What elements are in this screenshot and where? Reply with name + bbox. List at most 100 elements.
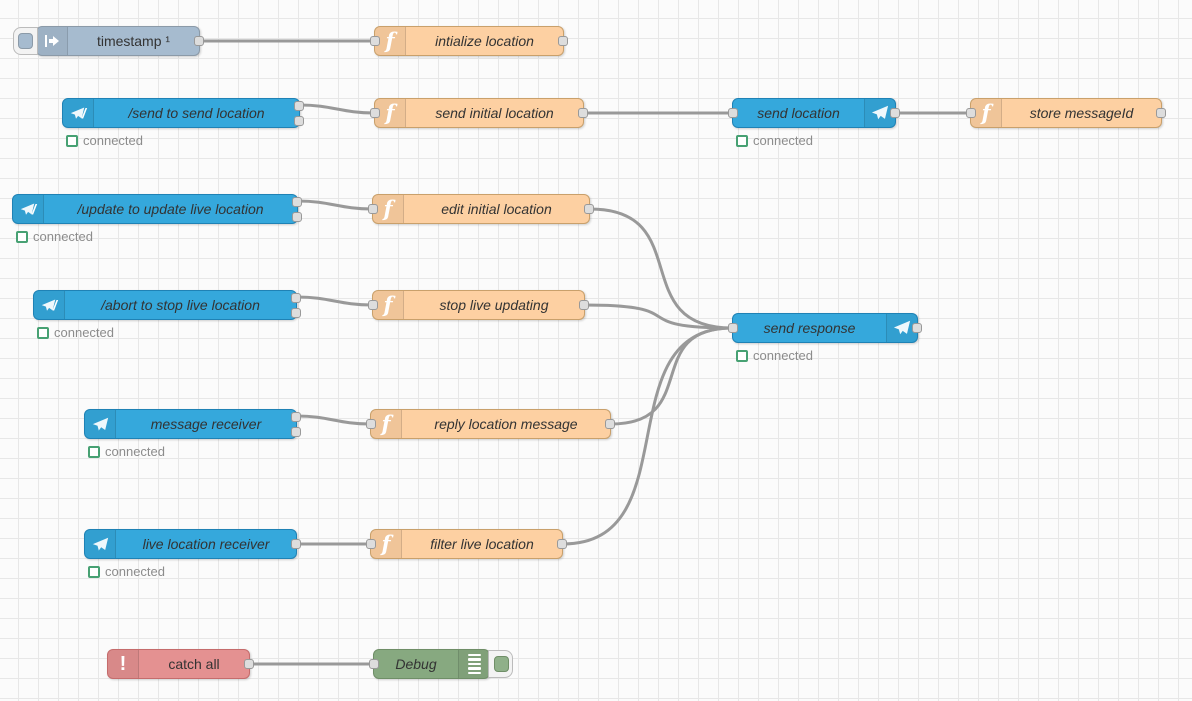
node-label: /abort to stop live location bbox=[101, 297, 260, 313]
function-icon: f bbox=[375, 99, 406, 127]
input-port[interactable] bbox=[370, 36, 380, 46]
node-command-abort[interactable]: / /abort to stop live location connected bbox=[33, 290, 301, 340]
node-label: catch all bbox=[168, 656, 220, 672]
output-port[interactable] bbox=[557, 539, 567, 549]
node-function-stop-live-updating[interactable]: f stop live updating bbox=[368, 290, 589, 320]
output-port[interactable] bbox=[291, 539, 301, 549]
telegram-command-icon: / bbox=[34, 291, 65, 319]
node-label: /update to update live location bbox=[77, 201, 264, 217]
output-port-2[interactable] bbox=[291, 427, 301, 437]
node-function-filter-live-location[interactable]: f filter live location bbox=[366, 529, 567, 559]
input-port[interactable] bbox=[368, 300, 378, 310]
output-port-1[interactable] bbox=[291, 293, 301, 303]
debug-toggle-button[interactable] bbox=[488, 650, 513, 678]
function-icon: f bbox=[971, 99, 1002, 127]
node-command-send[interactable]: / /send to send location connected bbox=[62, 98, 304, 148]
node-label: timestamp ¹ bbox=[96, 33, 171, 49]
wire[interactable] bbox=[583, 303, 734, 330]
status-ring-icon bbox=[88, 445, 100, 458]
wire[interactable] bbox=[295, 414, 372, 426]
telegram-command-icon: / bbox=[13, 195, 44, 223]
input-port[interactable] bbox=[366, 539, 376, 549]
node-telegram-send-response[interactable]: send response connected bbox=[728, 313, 922, 363]
function-icon: f bbox=[371, 530, 402, 558]
node-label: reply location message bbox=[434, 416, 578, 432]
node-inject-timestamp[interactable]: timestamp ¹ bbox=[13, 26, 204, 56]
debug-toggle-fill bbox=[494, 656, 509, 672]
output-port[interactable] bbox=[244, 659, 254, 669]
output-port[interactable] bbox=[584, 204, 594, 214]
node-status: connected bbox=[16, 229, 93, 244]
exclamation-icon: ! bbox=[108, 650, 139, 678]
function-icon: f bbox=[373, 195, 404, 223]
status-ring-icon bbox=[37, 326, 49, 339]
node-function-reply-location-message[interactable]: f reply location message bbox=[366, 409, 615, 439]
debug-list-icon bbox=[458, 650, 489, 678]
inject-trigger-button[interactable] bbox=[13, 27, 38, 55]
node-label: message receiver bbox=[150, 416, 262, 432]
status-ring-icon bbox=[88, 565, 100, 578]
node-label: store messageId bbox=[1029, 105, 1134, 121]
status-ring-icon bbox=[736, 134, 748, 147]
inject-button-fill bbox=[18, 33, 33, 49]
node-label: edit initial location bbox=[441, 201, 552, 217]
input-port[interactable] bbox=[728, 108, 738, 118]
output-port-1[interactable] bbox=[291, 412, 301, 422]
node-telegram-send-location[interactable]: send location connected bbox=[728, 98, 900, 148]
node-label: send location bbox=[757, 105, 840, 121]
wire[interactable] bbox=[561, 326, 734, 546]
output-port[interactable] bbox=[1156, 108, 1166, 118]
node-debug[interactable]: Debug bbox=[369, 649, 513, 679]
wire[interactable] bbox=[295, 295, 374, 307]
input-port[interactable] bbox=[369, 659, 379, 669]
input-port[interactable] bbox=[368, 204, 378, 214]
output-port-2[interactable] bbox=[291, 308, 301, 318]
node-status: connected bbox=[37, 325, 114, 340]
output-port[interactable] bbox=[912, 323, 922, 333]
node-label: stop live updating bbox=[439, 297, 549, 313]
node-status: connected bbox=[736, 133, 813, 148]
telegram-plane-icon bbox=[85, 530, 116, 558]
node-status: connected bbox=[88, 564, 165, 579]
telegram-plane-icon bbox=[886, 314, 917, 342]
function-icon: f bbox=[373, 291, 404, 319]
node-telegram-message-receiver[interactable]: message receiver connected bbox=[84, 409, 301, 459]
function-icon: f bbox=[375, 27, 406, 55]
node-label: filter live location bbox=[430, 536, 534, 552]
output-port[interactable] bbox=[578, 108, 588, 118]
function-icon: f bbox=[371, 410, 402, 438]
wire[interactable] bbox=[296, 199, 374, 211]
node-function-send-initial-location[interactable]: f send initial location bbox=[370, 98, 588, 128]
node-label: intialize location bbox=[435, 33, 534, 49]
input-port[interactable] bbox=[728, 323, 738, 333]
wire[interactable] bbox=[609, 326, 734, 426]
node-label: live location receiver bbox=[142, 536, 270, 552]
output-port[interactable] bbox=[890, 108, 900, 118]
node-catch-all[interactable]: ! catch all bbox=[107, 649, 254, 679]
input-port[interactable] bbox=[966, 108, 976, 118]
node-telegram-live-location-receiver[interactable]: live location receiver connected bbox=[84, 529, 301, 579]
node-label: send response bbox=[763, 320, 856, 336]
node-function-intialize-location[interactable]: f intialize location bbox=[370, 26, 568, 56]
wire[interactable] bbox=[298, 103, 376, 115]
input-port[interactable] bbox=[370, 108, 380, 118]
wire[interactable] bbox=[588, 207, 734, 330]
node-function-store-messageid[interactable]: f store messageId bbox=[966, 98, 1166, 128]
output-port-1[interactable] bbox=[294, 101, 304, 111]
output-port[interactable] bbox=[194, 36, 204, 46]
output-port-1[interactable] bbox=[292, 197, 302, 207]
output-port[interactable] bbox=[605, 419, 615, 429]
node-function-edit-initial-location[interactable]: f edit initial location bbox=[368, 194, 594, 224]
inject-arrow-icon bbox=[37, 27, 68, 55]
node-label: send initial location bbox=[435, 105, 554, 121]
node-label: Debug bbox=[395, 656, 437, 672]
output-port-2[interactable] bbox=[294, 116, 304, 126]
output-port[interactable] bbox=[579, 300, 589, 310]
status-ring-icon bbox=[66, 134, 78, 147]
input-port[interactable] bbox=[366, 419, 376, 429]
output-port-2[interactable] bbox=[292, 212, 302, 222]
output-port[interactable] bbox=[558, 36, 568, 46]
node-command-update[interactable]: / /update to update live location connec… bbox=[12, 194, 302, 244]
